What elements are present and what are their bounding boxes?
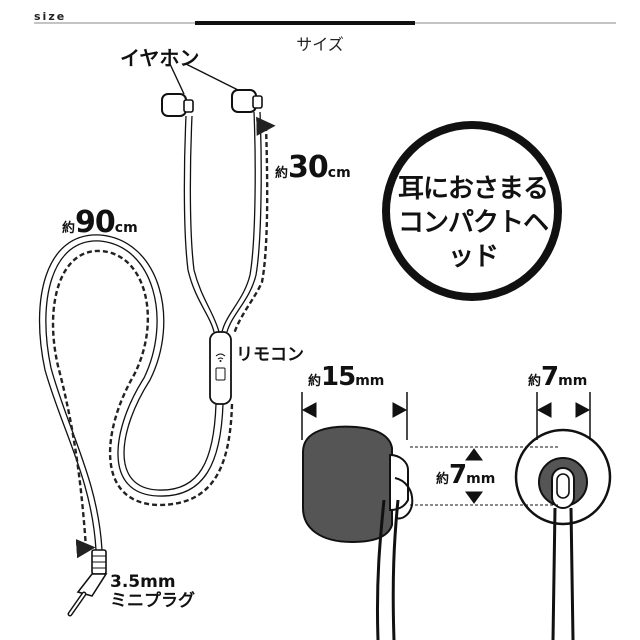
measurement-15mm: 約15mm [308, 362, 384, 392]
mini-plug [67, 549, 108, 617]
header-divider [34, 21, 616, 25]
measurement-unit: mm [355, 373, 385, 389]
header-label: size [34, 10, 67, 23]
badge-line2: コンパクトヘッド [397, 208, 549, 272]
measurement-prefix: 約 [275, 166, 289, 181]
measurement-7mm-width: 約7mm [528, 362, 587, 392]
dimension-7mm-width [536, 392, 591, 440]
measurement-90cm: 約90cm [62, 205, 138, 240]
measurement-prefix: 約 [436, 472, 450, 487]
measurement-value: 30 [288, 150, 329, 185]
plug-label: 3.5mm ミニプラグ [110, 573, 195, 611]
measurement-unit: mm [558, 373, 588, 389]
page-title: サイズ [296, 35, 344, 54]
dimension-15mm [301, 392, 408, 440]
plug-label-line1: 3.5mm [110, 572, 176, 592]
measurement-value: 15 [321, 362, 356, 392]
remote-control [209, 331, 232, 405]
badge-circle [382, 121, 562, 301]
badge-text: 耳におさまる コンパクトヘッド [388, 172, 558, 274]
measurement-prefix: 約 [528, 374, 542, 389]
measurement-7mm-height: 約7mm [436, 460, 495, 490]
eartip-side-view [302, 425, 414, 640]
measurement-unit: cm [114, 220, 138, 236]
earbud-right [231, 89, 263, 113]
earphone-leader-lines [169, 63, 239, 95]
dimension-line-90cm [51, 249, 234, 559]
upper-cables [183, 111, 262, 333]
measurement-value: 7 [541, 362, 559, 392]
eartip-front-view [514, 428, 612, 640]
dimension-line-30cm [232, 116, 276, 335]
plug-label-line2: ミニプラグ [110, 591, 195, 611]
measurement-prefix: 約 [308, 374, 322, 389]
measurement-unit: mm [466, 471, 496, 487]
earbud-left [161, 93, 194, 117]
measurement-value: 90 [75, 205, 116, 240]
measurement-30cm: 約30cm [275, 150, 351, 185]
measurement-value: 7 [449, 460, 467, 490]
remote-label: リモコン [236, 345, 304, 365]
measurement-unit: cm [327, 165, 351, 181]
lower-cable [38, 234, 224, 551]
earphone-label: イヤホン [120, 46, 200, 70]
dimension-7mm-height [410, 446, 560, 506]
badge-line1: 耳におさまる [397, 174, 549, 204]
measurement-prefix: 約 [62, 221, 76, 236]
